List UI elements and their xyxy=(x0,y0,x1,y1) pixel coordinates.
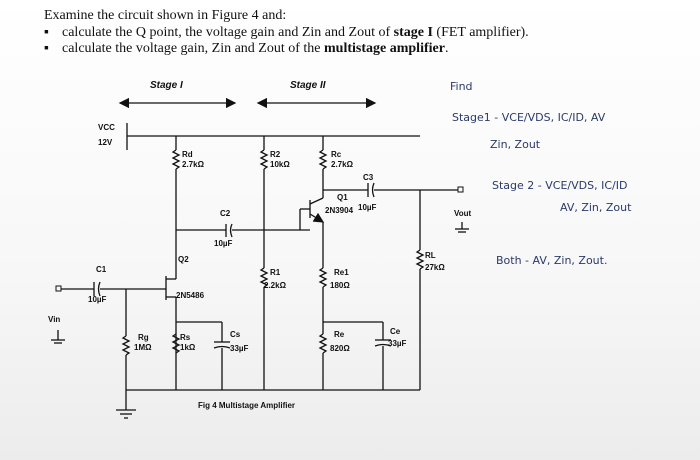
r2-value: 10kΩ xyxy=(270,160,290,169)
rd-label: Rd xyxy=(182,150,193,159)
question-item-1-bold: stage I xyxy=(393,25,433,40)
question-item-1-suffix: (FET amplifier). xyxy=(432,25,529,40)
rs-resistor xyxy=(171,333,181,354)
re-value: 820Ω xyxy=(330,344,350,353)
cs-label: Cs xyxy=(230,330,241,339)
c1-value: 10µF xyxy=(88,295,107,304)
note-line-3: Stage 2 - VCE/VDS, IC/ID xyxy=(492,179,627,192)
rc-resistor xyxy=(318,149,328,170)
cs-value: 33µF xyxy=(230,344,249,353)
q2-part: 2N5486 xyxy=(176,291,205,300)
q1-part: 2N3904 xyxy=(325,206,354,215)
re-label: Re xyxy=(334,330,345,339)
note-line-5: Both - AV, Zin, Zout. xyxy=(496,254,607,267)
question-item-2: ▪ calculate the voltage gain, Zin and Zou… xyxy=(44,41,448,57)
rg-label: Rg xyxy=(138,333,149,342)
q1-label: Q1 xyxy=(337,193,348,202)
re1-label: Re1 xyxy=(334,268,349,277)
q2-label: Q2 xyxy=(178,255,189,264)
vcc-label: VCC xyxy=(98,123,115,132)
c3-label: C3 xyxy=(363,173,374,182)
re-resistor xyxy=(318,333,328,354)
r2-label: R2 xyxy=(270,150,281,159)
note-line-2: Zin, Zout xyxy=(490,138,541,151)
c3-value: 10µF xyxy=(358,203,377,212)
rc-label: Rc xyxy=(331,150,342,159)
c2-value: 10µF xyxy=(214,239,233,248)
note-find: Find xyxy=(450,80,473,93)
c1-plate-2 xyxy=(97,281,101,297)
q1-collector xyxy=(309,197,324,205)
rg-resistor xyxy=(121,335,131,356)
vout-terminal xyxy=(457,186,464,193)
rg-value: 1MΩ xyxy=(134,343,152,352)
rl-label: RL xyxy=(425,251,436,260)
rd-resistor xyxy=(171,149,181,170)
re1-resistor xyxy=(318,267,328,288)
question-item-2-bold: multistage amplifier xyxy=(324,41,445,56)
note-line-1: Stage1 - VCE/VDS, IC/ID, AV xyxy=(452,111,606,124)
r1-resistor xyxy=(259,267,269,288)
question-item-2-prefix: calculate the voltage gain, Zin and Zout… xyxy=(62,41,325,56)
ce-label: Ce xyxy=(390,327,401,336)
cs-plate-2 xyxy=(213,345,231,349)
question-title: Examine the circuit shown in Figure 4 an… xyxy=(44,8,287,23)
r1-value: 2.2kΩ xyxy=(264,281,287,290)
bullet-icon: ▪ xyxy=(44,25,49,40)
r2-resistor xyxy=(259,149,269,170)
rc-value: 2.7kΩ xyxy=(331,160,354,169)
re1-value: 180Ω xyxy=(330,281,350,290)
rs-value: 1kΩ xyxy=(180,343,196,352)
question-item-2-suffix: . xyxy=(444,41,449,56)
rs-label: Rs xyxy=(180,333,191,342)
c2-label: C2 xyxy=(220,209,231,218)
c1-label: C1 xyxy=(96,265,107,274)
question-item-1: ▪ calculate the Q point, the voltage gain… xyxy=(44,25,529,41)
rl-value: 27kΩ xyxy=(425,263,445,272)
c3-plate-2 xyxy=(371,182,375,198)
vin-label: Vin xyxy=(48,315,60,324)
ce-plate-2 xyxy=(374,343,392,347)
vin-terminal xyxy=(55,285,62,292)
r1-label: R1 xyxy=(270,268,281,277)
stage-2-label: Stage II xyxy=(290,80,326,91)
rl-resistor xyxy=(415,249,425,270)
bullet-icon: ▪ xyxy=(44,41,49,56)
question-item-1-prefix: calculate the Q point, the voltage gain … xyxy=(62,25,394,40)
c2-plate-2 xyxy=(229,223,233,238)
vout-label: Vout xyxy=(454,209,472,218)
vcc-value: 12V xyxy=(98,138,113,147)
figure-caption: Fig 4 Multistage Amplifier xyxy=(198,401,295,410)
stage-1-label: Stage I xyxy=(150,80,183,91)
note-line-4: AV, Zin, Zout xyxy=(560,201,632,214)
rd-value: 2.7kΩ xyxy=(182,160,205,169)
q1-emitter-arrow xyxy=(309,212,325,223)
ce-value: 33µF xyxy=(388,339,407,348)
